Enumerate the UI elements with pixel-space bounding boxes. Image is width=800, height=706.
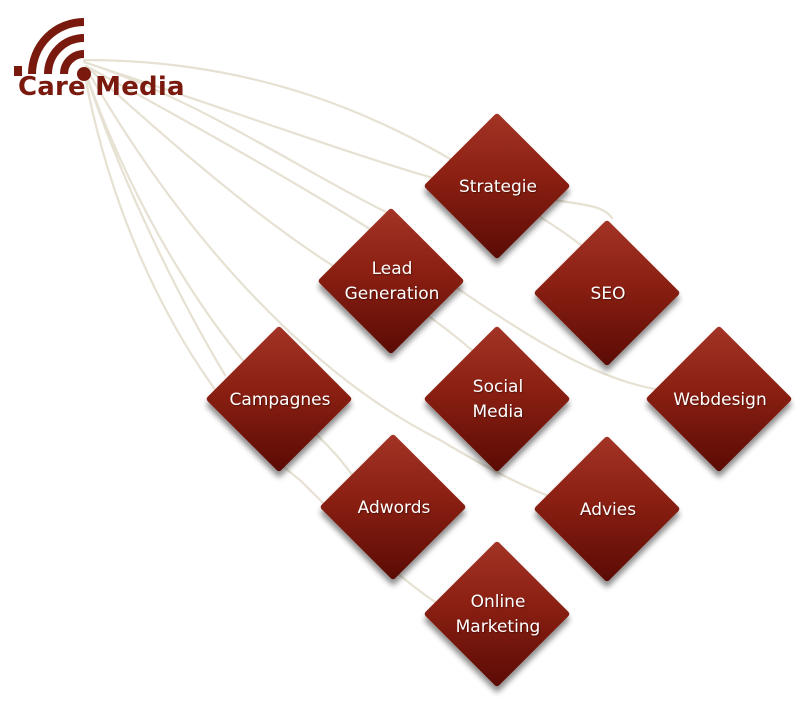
node-label: Social Media xyxy=(472,377,524,422)
node-campagnes[interactable]: Campagnes xyxy=(205,325,354,474)
node-strategie[interactable]: Strategie xyxy=(423,112,572,261)
node-social-media[interactable]: Social Media xyxy=(423,325,572,474)
node-lead-generation[interactable]: Lead Generation xyxy=(317,207,466,356)
node-adwords[interactable]: Adwords xyxy=(319,433,468,582)
connector-strategie xyxy=(82,58,614,220)
connector-advies xyxy=(84,66,562,502)
node-label: Adwords xyxy=(357,497,431,518)
node-label: Webdesign xyxy=(673,389,767,410)
node-advies[interactable]: Advies xyxy=(533,435,682,584)
node-label: Strategie xyxy=(459,176,537,197)
node-online-marketing[interactable]: Online Marketing xyxy=(423,540,572,689)
node-label: Lead Generation xyxy=(344,259,440,304)
node-label: Advies xyxy=(579,499,637,520)
node-webdesign[interactable]: Webdesign xyxy=(645,325,794,474)
brand-name: Care Media xyxy=(18,72,185,102)
node-label: Online Marketing xyxy=(455,592,541,637)
connector-lead-generation xyxy=(82,60,394,217)
node-label: SEO xyxy=(590,283,626,304)
node-label: Campagnes xyxy=(229,389,331,410)
node-seo[interactable]: SEO xyxy=(533,219,682,368)
care-media-logo-icon xyxy=(14,18,91,81)
